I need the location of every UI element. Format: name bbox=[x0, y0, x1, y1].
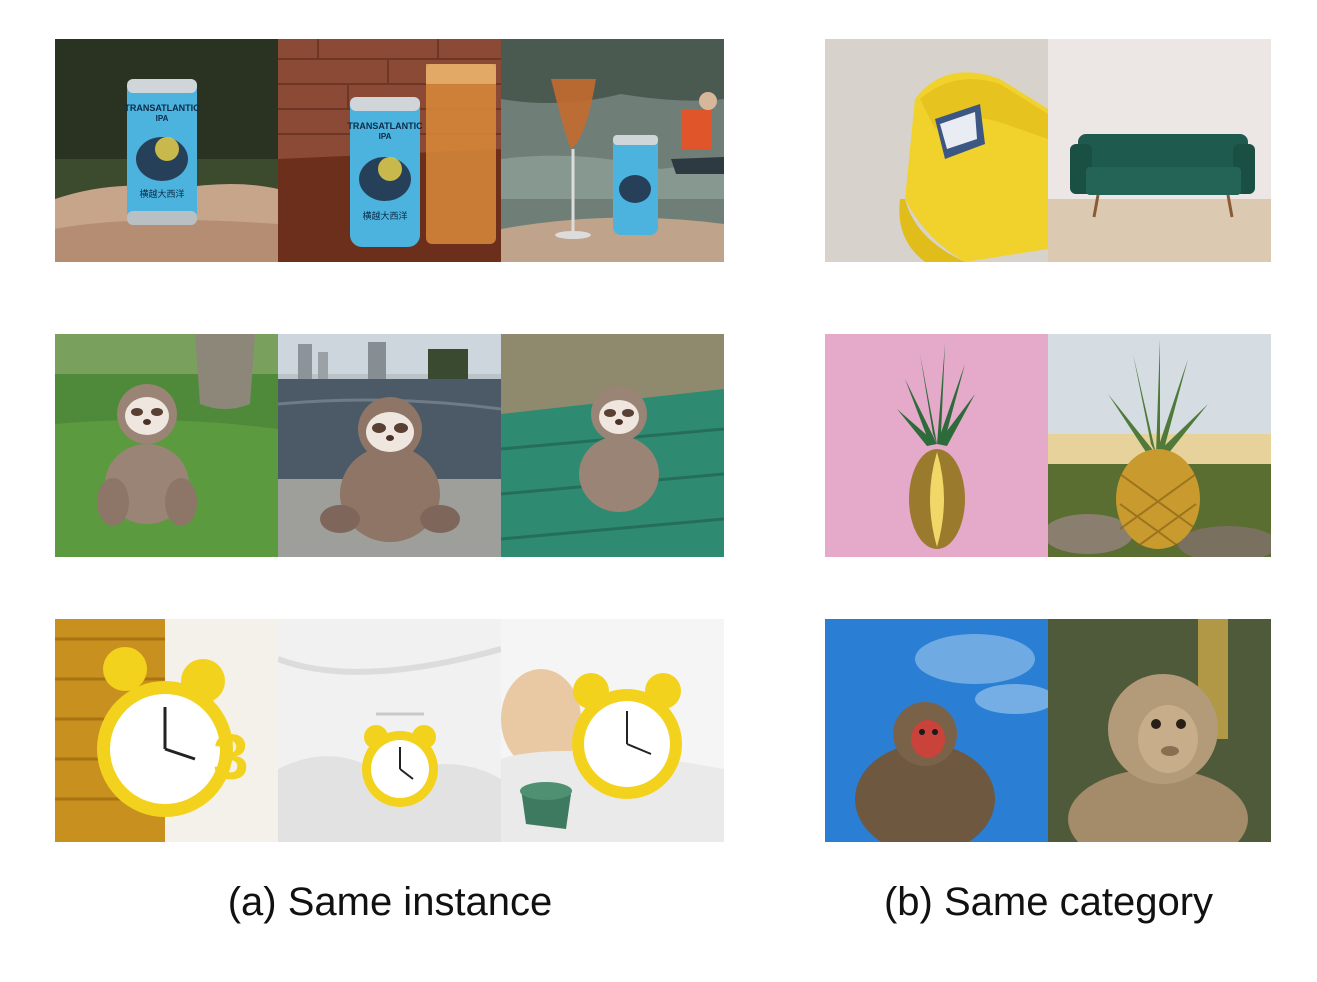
photo-clock-on-knit: 3 bbox=[55, 619, 278, 842]
photo-can-with-glass: TRANSATLANTIC IPA 横越大西洋 bbox=[278, 39, 501, 262]
photo-yellow-sofa bbox=[825, 39, 1048, 262]
photo-green-sofa bbox=[1048, 39, 1271, 262]
photo-sloth-on-bench bbox=[501, 334, 724, 557]
svg-text:横越大西洋: 横越大西洋 bbox=[362, 210, 407, 222]
svg-text:横越大西洋: 横越大西洋 bbox=[139, 188, 184, 200]
caption-same-category: (b) Same category bbox=[883, 880, 1214, 924]
photo-pineapple-sunset bbox=[1048, 334, 1271, 557]
svg-text:IPA: IPA bbox=[379, 132, 392, 141]
svg-text:TRANSATLANTIC: TRANSATLANTIC bbox=[347, 121, 423, 131]
photo-can-by-river bbox=[501, 39, 724, 262]
clock-numeral: 3 bbox=[213, 721, 249, 793]
svg-text:IPA: IPA bbox=[156, 114, 169, 123]
photo-monkey-closeup bbox=[1048, 619, 1271, 842]
photo-can-on-rock: TRANSATLANTIC IPA 横越大西洋 bbox=[55, 39, 278, 262]
photo-sloth-on-grass bbox=[55, 334, 278, 557]
photo-clock-on-sheets bbox=[278, 619, 501, 842]
can-brand-text: TRANSATLANTIC bbox=[124, 103, 200, 113]
photo-pineapple-pink bbox=[825, 334, 1048, 557]
photo-clock-with-cups bbox=[501, 619, 724, 842]
photo-sloth-by-water bbox=[278, 334, 501, 557]
caption-same-instance: (a) Same instance bbox=[227, 880, 553, 924]
photo-monkey-sky bbox=[825, 619, 1048, 842]
